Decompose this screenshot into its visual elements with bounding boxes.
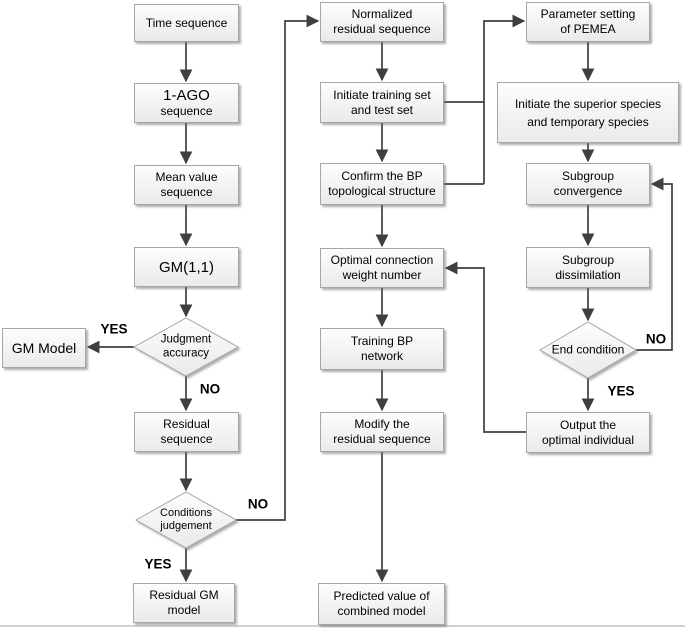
label-conditions-yes: YES <box>144 556 172 572</box>
node-label: Initiate training set <box>333 87 431 102</box>
node-label: topological structure <box>328 184 436 198</box>
node-optimal-connection-weight: Optimal connection weight number <box>320 248 444 288</box>
node-label: of PEMEA <box>560 22 616 36</box>
node-label: Output the <box>559 417 617 432</box>
node-label: Judgment <box>160 333 212 346</box>
diamond-conditions-judgement <box>134 491 238 549</box>
node-label: End condition <box>551 342 625 357</box>
node-label: Normalized <box>351 7 413 21</box>
node-label: Optimal connection <box>330 253 434 267</box>
node-time-sequence: Time sequence <box>134 4 239 42</box>
node-subgroup-dissimilation: Subgroup dissimilation <box>526 247 650 288</box>
label-end-yes: YES <box>607 383 635 399</box>
node-confirm-bp-structure: Confirm the BP topological structure <box>320 163 444 205</box>
diamond-label-judgment-accuracy: Judgment accuracy <box>161 334 212 361</box>
diamond-label-conditions-judgement: Conditions judgement <box>160 507 212 533</box>
node-label: Mean value <box>155 170 218 184</box>
node-label: and test set <box>350 102 414 117</box>
node-label: GM(1,1) <box>158 258 214 276</box>
node-modify-residual-sequence: Modify the residual sequence <box>320 412 444 452</box>
node-label: Initiate the superior species <box>514 96 662 111</box>
node-residual-gm-model: Residual GM model <box>133 583 235 623</box>
node-label: sequence <box>160 104 213 118</box>
diamond-label-end-condition: End condition <box>552 343 625 357</box>
node-gm11: GM(1,1) <box>134 247 239 287</box>
node-label: residual sequence <box>333 432 431 446</box>
node-label: optimal individual <box>541 432 635 447</box>
node-label: Time sequence <box>145 15 228 30</box>
label-judgment-no: NO <box>199 381 221 397</box>
node-normalized-residual-sequence: Normalized residual sequence <box>320 2 444 42</box>
node-label: Residual GM <box>149 588 219 602</box>
node-label: Predicted value of <box>333 589 430 603</box>
node-label: sequence <box>160 185 213 199</box>
node-label: dissimilation <box>555 267 621 282</box>
edge-branch-to-param <box>483 14 526 184</box>
node-residual-sequence: Residual sequence <box>134 412 239 452</box>
node-predicted-value: Predicted value of combined model <box>318 583 445 625</box>
edge-endcond-no-to-subconv <box>636 177 673 351</box>
node-initiate-training-set: Initiate training set and test set <box>320 82 444 123</box>
node-label: Modify the <box>354 417 410 431</box>
node-label: 1-AGO <box>163 87 210 104</box>
node-label: GM Model <box>11 339 77 356</box>
node-label: combined model <box>337 604 426 618</box>
diamond-end-condition <box>539 321 637 379</box>
node-label: convergence <box>553 184 623 198</box>
label-conditions-no: NO <box>247 496 269 512</box>
node-label: network <box>360 349 404 363</box>
label-end-no: NO <box>645 331 667 347</box>
node-label: Training BP <box>350 334 414 348</box>
node-label: residual sequence <box>333 22 431 36</box>
node-label: Parameter setting <box>540 7 636 21</box>
node-initiate-species: Initiate the superior species and tempor… <box>497 82 679 143</box>
node-label: sequence <box>160 432 213 446</box>
node-label: Subgroup <box>561 252 615 267</box>
node-label: Conditions <box>160 507 212 519</box>
edge-conditions-no-to-normalized <box>236 14 320 521</box>
node-training-bp-network: Training BP network <box>320 328 444 370</box>
node-parameter-setting-pemea: Parameter setting of PEMEA <box>526 2 650 42</box>
node-label: Residual <box>163 417 210 431</box>
node-gm-model: GM Model <box>2 328 86 368</box>
node-label: model <box>167 603 201 617</box>
node-label: weight number <box>342 268 422 282</box>
node-label: accuracy <box>162 347 210 359</box>
edge-output-to-optimal <box>444 261 526 433</box>
node-1-ago-sequence: 1-AGO sequence <box>134 83 239 123</box>
node-label: Confirm the BP <box>341 169 423 183</box>
diamond-judgment-accuracy <box>132 317 240 377</box>
node-output-optimal-individual: Output the optimal individual <box>526 412 650 453</box>
node-label: judgement <box>160 520 212 532</box>
node-subgroup-convergence: Subgroup convergence <box>526 163 650 205</box>
node-label: Subgroup <box>561 169 615 183</box>
bottom-divider <box>0 625 685 627</box>
node-mean-value-sequence: Mean value sequence <box>134 165 239 205</box>
label-judgment-yes: YES <box>100 321 128 337</box>
node-label: and temporary species <box>527 114 649 129</box>
